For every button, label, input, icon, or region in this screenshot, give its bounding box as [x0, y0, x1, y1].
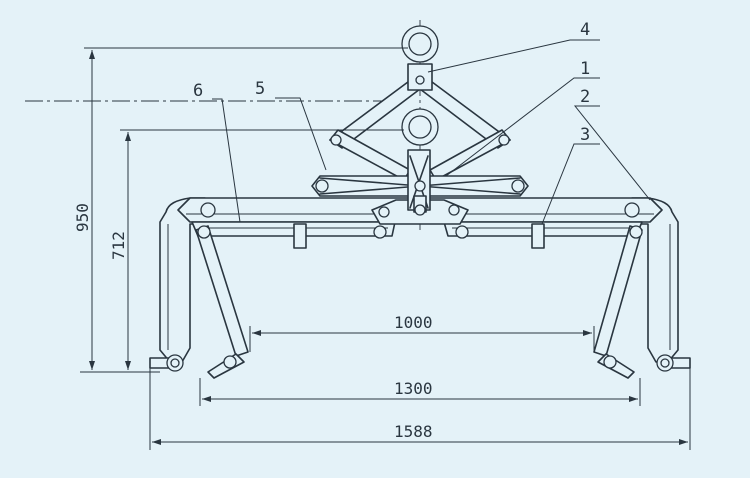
clamp-roller-right [656, 354, 691, 372]
dimension-span-inner: 1000 [249, 313, 595, 352]
label-part-3: 3 [580, 125, 590, 145]
dimension-1300: 1300 [394, 379, 433, 398]
label-part-6: 6 [193, 81, 203, 101]
inner-arm-right [593, 225, 643, 379]
part-labels: 4 1 5 2 6 3 [193, 20, 590, 145]
dimension-span-mid: 1300 [199, 378, 641, 406]
dimension-span-outer: 1588 [149, 368, 691, 450]
label-part-5: 5 [255, 79, 265, 99]
dimension-height-beam: 712 [109, 129, 404, 370]
label-part-4: 4 [580, 20, 590, 40]
lifting-ring-lower [401, 108, 439, 146]
inner-arm-left [195, 225, 249, 379]
stop-blocks [293, 223, 545, 249]
dimension-height-total: 950 [73, 47, 408, 373]
label-part-2: 2 [580, 87, 590, 107]
dimension-712: 712 [109, 231, 128, 260]
pivot-pins [197, 75, 643, 239]
dimension-950: 950 [73, 203, 92, 232]
clamp-roller-left [149, 354, 184, 372]
dimension-1000: 1000 [394, 313, 433, 332]
leader-lines [212, 39, 651, 225]
label-part-1: 1 [580, 59, 590, 79]
dimension-1588: 1588 [394, 422, 433, 441]
